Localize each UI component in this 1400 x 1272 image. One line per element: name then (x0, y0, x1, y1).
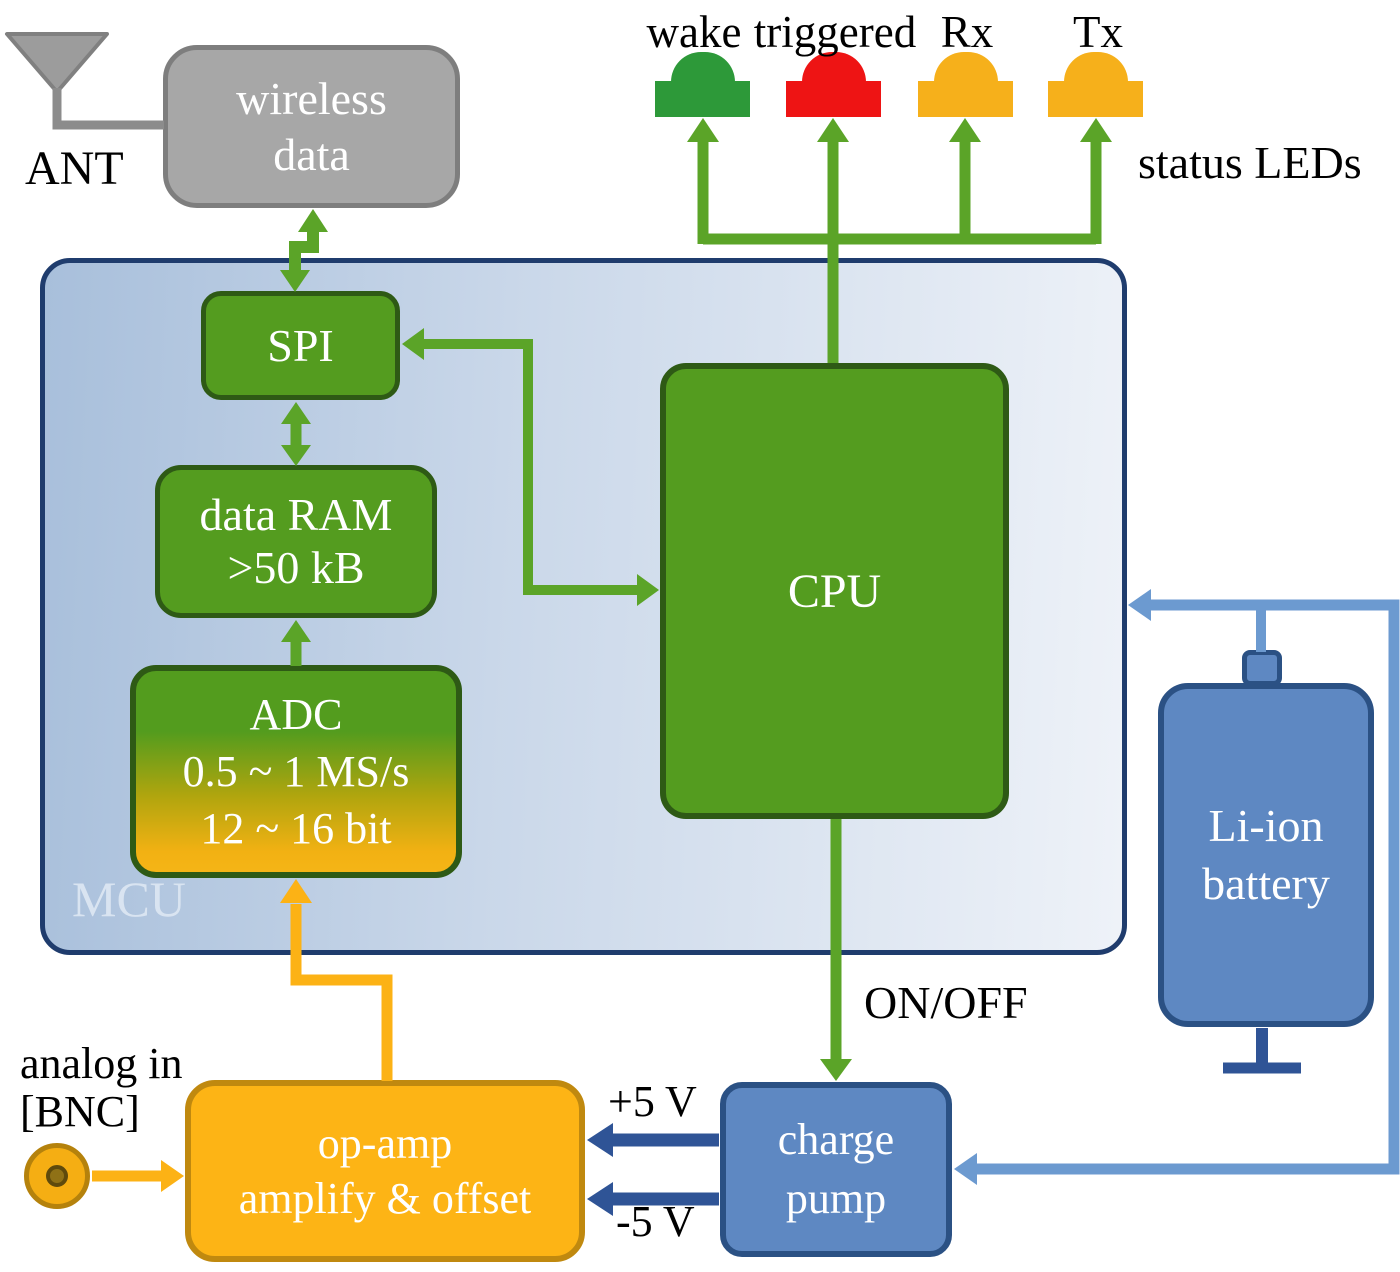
wire-plus5v (587, 1123, 719, 1157)
antenna-icon (5, 32, 164, 130)
led-triggered-label: triggered (753, 7, 917, 57)
led-tx-label: Tx (1073, 7, 1123, 57)
wireless-data-line1: wireless (236, 73, 387, 125)
op-amp-box: op-amp amplify & offset (185, 1080, 585, 1262)
op-amp-line2: amplify & offset (238, 1174, 532, 1223)
wire-bnc-opamp (92, 1160, 184, 1192)
status-leds-caption: status LEDs (1138, 137, 1362, 188)
antenna-label: ANT (25, 142, 124, 195)
led-rx-base (918, 81, 1013, 117)
minus5v-label: -5 V (616, 1197, 695, 1246)
spi-label: SPI (267, 320, 334, 371)
adc-line2: 0.5 ~ 1 MS/s (182, 746, 410, 796)
cpu-label: CPU (787, 564, 882, 618)
led-wake-base (655, 81, 750, 117)
charge-pump-box: charge pump (720, 1082, 952, 1257)
led-triggered-base (786, 81, 881, 117)
plus5v-label: +5 V (608, 1077, 697, 1126)
adc-box: ADC 0.5 ~ 1 MS/s 12 ~ 16 bit (130, 665, 462, 878)
adc-line3: 12 ~ 16 bit (200, 804, 392, 854)
battery-line1: Li-ion (1208, 800, 1324, 852)
bnc-label: [BNC] (20, 1087, 140, 1136)
led-wake-label: wake (646, 7, 742, 57)
adc-line1: ADC (249, 689, 343, 739)
mcu-label: MCU (72, 871, 186, 927)
data-ram-line1: data RAM (199, 488, 393, 540)
op-amp-line1: op-amp (317, 1119, 453, 1168)
led-tx-base (1048, 81, 1143, 117)
bnc-connector-icon (24, 1143, 90, 1209)
charge-pump-line1: charge (777, 1115, 895, 1165)
charge-pump-line2: pump (785, 1173, 887, 1223)
bnc-pin-icon (46, 1165, 68, 1187)
wireless-data-box: wireless data (163, 45, 460, 208)
spi-box: SPI (201, 291, 400, 400)
battery-line2: battery (1202, 858, 1330, 909)
data-ram-box: data RAM >50 kB (155, 465, 437, 618)
battery-box: Li-ion battery (1158, 683, 1374, 1027)
on-off-label: ON/OFF (864, 977, 1028, 1028)
analog-in-label: analog in (20, 1039, 183, 1088)
cpu-box: CPU (660, 363, 1009, 819)
wireless-data-line2: data (273, 128, 350, 180)
led-rx-label: Rx (940, 7, 994, 57)
battery-ground-icon (1223, 1028, 1301, 1074)
data-ram-line2: >50 kB (227, 541, 365, 593)
battery-terminal (1242, 650, 1282, 686)
